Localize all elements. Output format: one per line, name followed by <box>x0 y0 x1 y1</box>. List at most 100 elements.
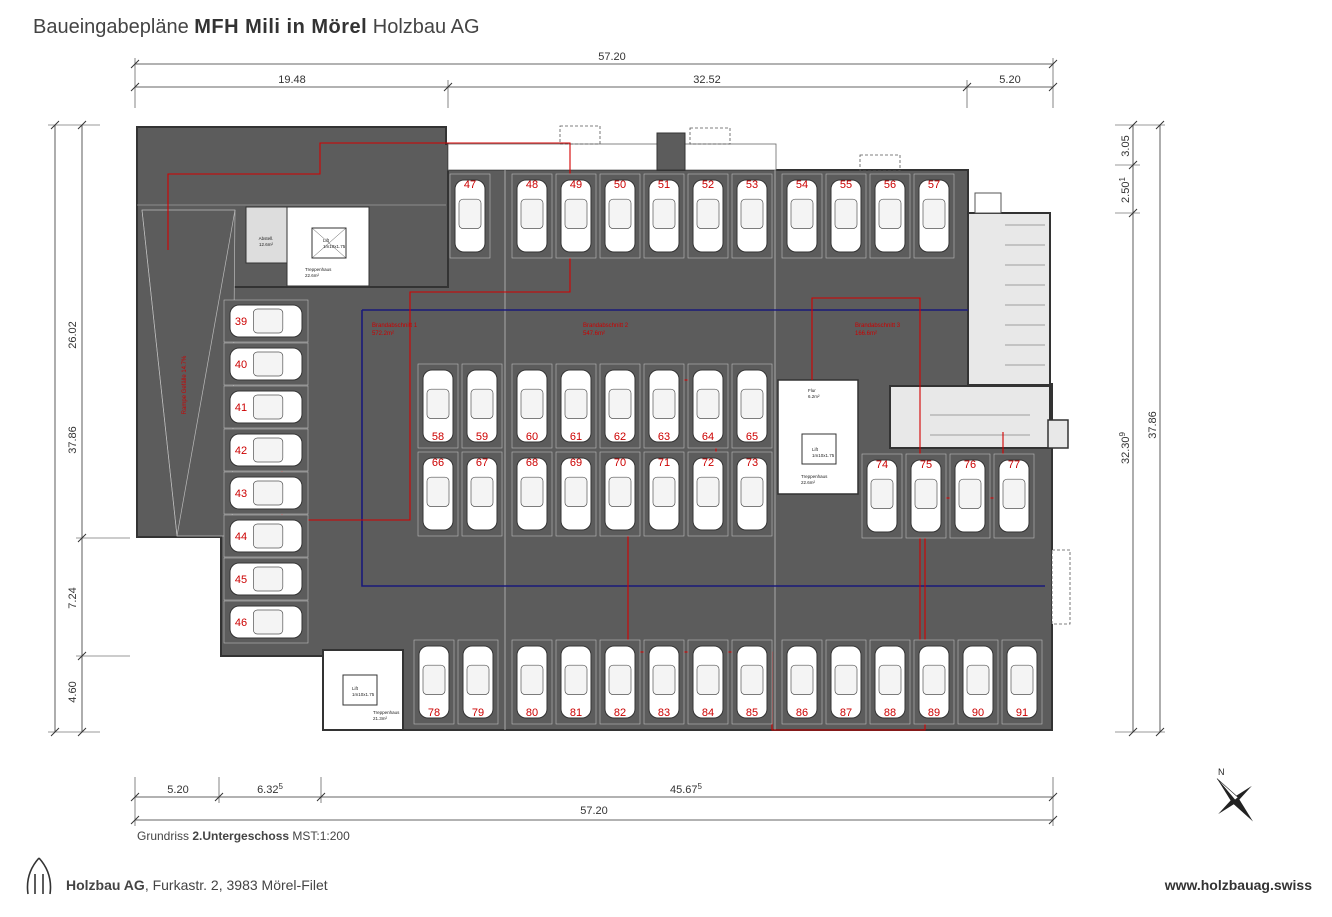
stall-number: 64 <box>702 431 714 443</box>
parking-stall: 50 <box>599 173 641 259</box>
dim-top-total: 57.20 <box>598 51 626 63</box>
stall-number: 52 <box>702 179 714 191</box>
top-dimensions: 57.20 19.48 32.52 5.20 <box>130 51 1058 108</box>
stall-number: 71 <box>658 457 670 469</box>
dim-bottom-seg2: 6.325 <box>257 782 283 796</box>
car-icon <box>692 457 724 531</box>
stall-number: 66 <box>432 457 444 469</box>
plan-subtitle: Grundriss 2.Untergeschoss MST:1:200 <box>137 829 350 843</box>
car-icon <box>692 645 724 719</box>
parking-stall: 75 <box>905 453 947 539</box>
stall-number: 80 <box>526 707 538 719</box>
stall-number: 46 <box>235 617 247 629</box>
car-icon <box>422 457 454 531</box>
stall-number: 39 <box>235 316 247 328</box>
parking-stall: 84 <box>687 639 729 725</box>
stall-number: 67 <box>476 457 488 469</box>
parking-stall: 63 <box>643 363 685 449</box>
parking-stall: 43 <box>223 471 309 515</box>
left-dimensions: 37.86 26.02 7.24 4.60 <box>48 120 130 737</box>
car-icon <box>736 645 768 719</box>
car-icon <box>998 459 1030 533</box>
lift-size: 1m10x1.75 <box>323 244 346 249</box>
subtitle-level: 2.Untergeschoss <box>192 829 290 843</box>
stall-number: 51 <box>658 179 670 191</box>
car-icon <box>604 457 636 531</box>
parking-stall: 74 <box>861 453 903 539</box>
parking-stall: 65 <box>731 363 773 449</box>
parking-stall: 56 <box>869 173 911 259</box>
stall-number: 79 <box>472 707 484 719</box>
dim-top-seg1: 19.48 <box>278 74 306 86</box>
lift3-size: 1m10x1.75 <box>352 692 375 697</box>
stall-number: 86 <box>796 707 808 719</box>
parking-stall: 87 <box>825 639 867 725</box>
zone-1-area: 572.2m² <box>372 331 394 337</box>
car-icon <box>229 605 303 639</box>
car-icon <box>229 562 303 596</box>
stall-number: 57 <box>928 179 940 191</box>
stall-number: 82 <box>614 707 626 719</box>
parking-stall: 67 <box>461 451 503 537</box>
dim-bottom-seg3: 45.675 <box>670 782 703 796</box>
stall-number: 78 <box>428 707 440 719</box>
parking-stall: 60 <box>511 363 553 449</box>
stall-number: 88 <box>884 707 896 719</box>
footer-website-link[interactable]: www.holzbauag.swiss <box>1164 877 1312 893</box>
stall-number: 49 <box>570 179 582 191</box>
stall-number: 61 <box>570 431 582 443</box>
zone-3-name: Brandabschnitt 3 <box>855 323 901 329</box>
car-icon <box>560 645 592 719</box>
stair-label: Treppenhaus <box>305 267 332 272</box>
lift2-label: Lift <box>812 447 819 452</box>
dim-top-seg2: 32.52 <box>693 74 721 86</box>
parking-stall: 78 <box>413 639 455 725</box>
stall-number: 48 <box>526 179 538 191</box>
north-arrow-icon: N <box>1216 767 1253 822</box>
car-icon <box>918 179 950 253</box>
fire-zone-labels: Brandabschnitt 1 572.2m² Brandabschnitt … <box>372 323 901 337</box>
car-icon <box>648 457 680 531</box>
stall-number: 84 <box>702 707 714 719</box>
parking-stall: 90 <box>957 639 999 725</box>
car-icon <box>910 459 942 533</box>
car-icon <box>648 369 680 443</box>
dim-left-total: 37.86 <box>67 426 79 454</box>
stall-number: 43 <box>235 488 247 500</box>
stall-number: 55 <box>840 179 852 191</box>
subtitle-scale: MST:1:200 <box>292 829 350 843</box>
parking-stall: 80 <box>511 639 553 725</box>
stall-number: 63 <box>658 431 670 443</box>
dim-left-seg2: 7.24 <box>67 587 79 608</box>
parking-stall: 40 <box>223 342 309 386</box>
stall-number: 90 <box>972 707 984 719</box>
stall-number: 81 <box>570 707 582 719</box>
car-icon <box>418 645 450 719</box>
car-icon <box>604 645 636 719</box>
car-icon <box>516 369 548 443</box>
svg-text:N: N <box>1218 767 1225 777</box>
parking-stall: 55 <box>825 173 867 259</box>
stall-number: 56 <box>884 179 896 191</box>
stair2-label: Treppenhaus <box>801 474 828 479</box>
car-icon <box>454 179 486 253</box>
parking-stall: 48 <box>511 173 553 259</box>
footer-address: Holzbau AG, Furkastr. 2, 3983 Mörel-File… <box>66 877 328 893</box>
parking-stall: 41 <box>223 385 309 429</box>
car-icon <box>918 645 950 719</box>
car-icon <box>229 476 303 510</box>
parking-stall: 66 <box>417 451 459 537</box>
footer-company: Holzbau AG <box>66 877 145 893</box>
car-icon <box>466 369 498 443</box>
parking-stall: 89 <box>913 639 955 725</box>
car-icon <box>692 369 724 443</box>
parking-stall: 64 <box>687 363 729 449</box>
dim-top-seg3: 5.20 <box>999 74 1020 86</box>
parking-stall: 70 <box>599 451 641 537</box>
stall-number: 42 <box>235 445 247 457</box>
dim-bottom-total: 57.20 <box>580 805 608 817</box>
car-icon <box>692 179 724 253</box>
stall-number: 72 <box>702 457 714 469</box>
subtitle-prefix: Grundriss <box>137 829 190 843</box>
